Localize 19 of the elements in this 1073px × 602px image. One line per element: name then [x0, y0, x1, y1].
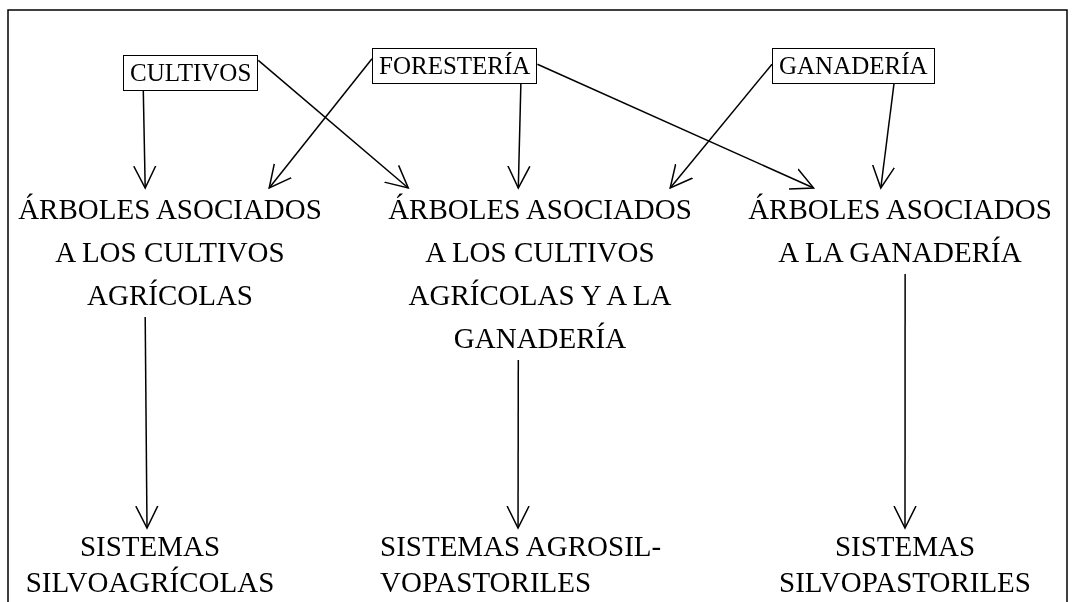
arrow — [893, 273, 917, 529]
category-box: CULTIVOS — [123, 55, 259, 91]
category-label: SISTEMAS AGROSIL- VOPASTORILES — [380, 528, 670, 600]
arrow — [133, 90, 157, 189]
arrow — [871, 83, 896, 189]
category-label: SISTEMAS SILVOPASTORILES — [755, 528, 1055, 600]
category-label: ÁRBOLES ASOCIADOS A LOS CULTIVOS AGRÍCOLAS Y A LA GANADERÍA — [385, 188, 695, 360]
category-label: ÁRBOLES ASOCIADOS A LA GANADERÍA — [740, 188, 1060, 274]
arrow — [135, 316, 159, 529]
arrow — [506, 359, 530, 529]
arrow — [536, 63, 815, 190]
category-box: GANADERÍA — [772, 48, 935, 84]
category-label: SISTEMAS SILVOAGRÍCOLAS — [0, 528, 300, 600]
category-box: FORESTERÍA — [372, 48, 538, 84]
arrow — [507, 83, 531, 189]
arrow — [669, 63, 773, 189]
category-label: ÁRBOLES ASOCIADOS A LOS CULTIVOS AGRÍCOLAS — [15, 188, 325, 317]
arrow — [268, 58, 373, 189]
arrow — [257, 59, 409, 189]
